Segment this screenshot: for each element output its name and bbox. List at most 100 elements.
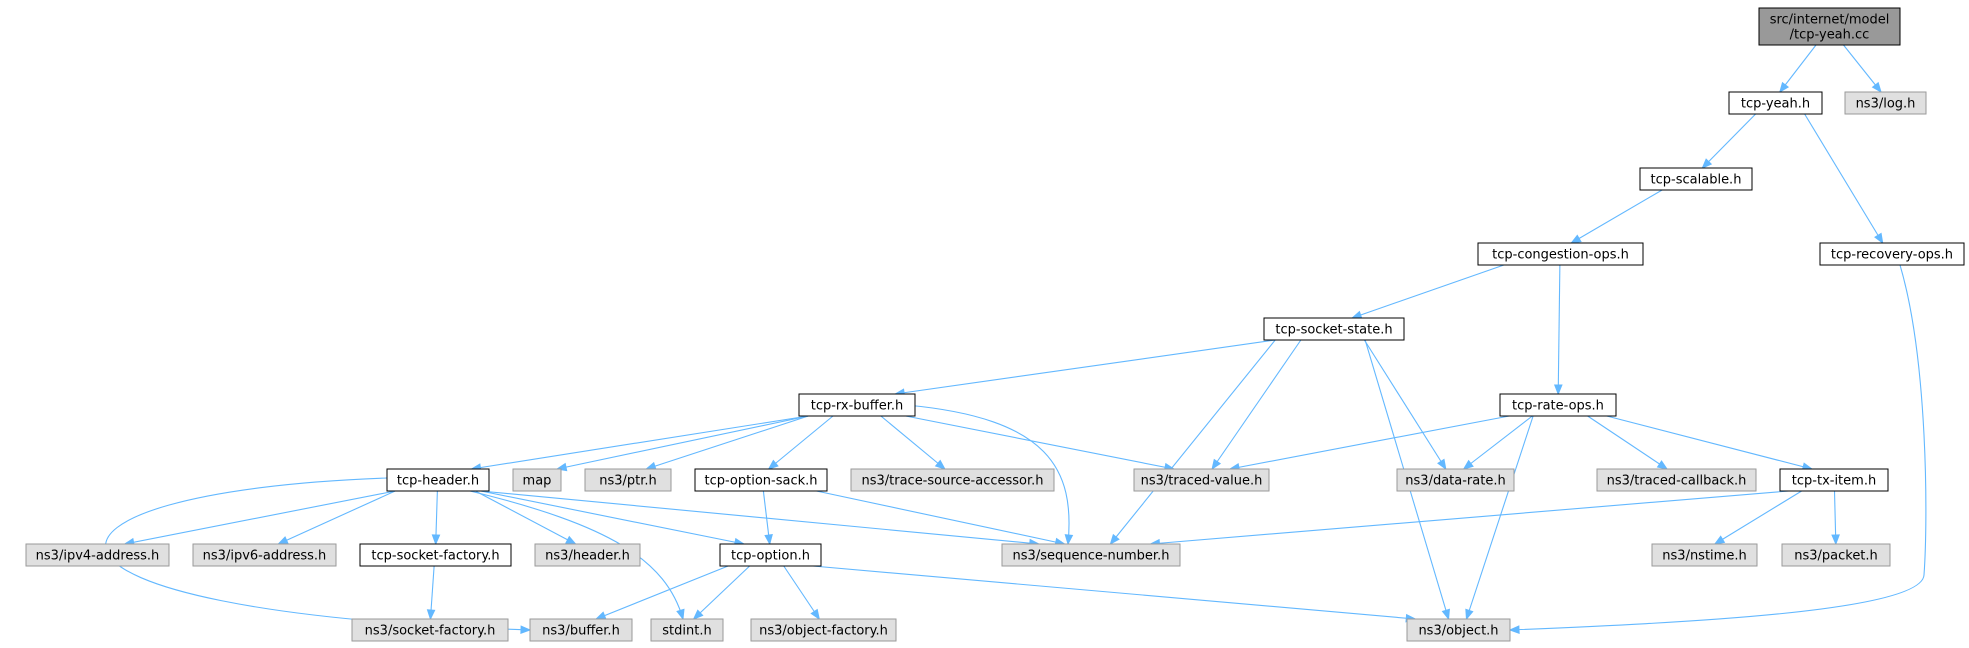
edge-tcp-rx-buffer-to-tcp-option-sack-arrowhead [767,459,779,470]
node-log: ns3/log.h [1844,91,1927,115]
node-object-label: ns3/object.h [1418,624,1498,639]
edge-tcp-socket-state-to-traced-value [1211,339,1302,470]
node-tcp-tx-item-box [1779,468,1889,492]
node-tcp-option-label: tcp-option.h [731,549,810,564]
node-tcp-socket-state-label: tcp-socket-state.h [1275,323,1392,338]
node-tcp-header-label: tcp-header.h [397,474,479,489]
edge-tcp-recovery-ops-to-object [1509,264,1927,631]
edge-tcp-yeah-to-tcp-scalable [1701,113,1757,169]
edge-tcp-scalable-to-tcp-congestion-ops [1571,189,1663,244]
node-buffer-box [529,618,633,642]
node-tcp-rate-ops[interactable]: tcp-rate-ops.h [1499,393,1617,417]
edge-tcp-header-to-ipv6-address-arrowhead [277,536,289,545]
edge-tcp-option-to-object-factory-arrowhead [810,608,821,621]
node-tcp-socket-state-box [1263,317,1405,341]
node-tcp-option[interactable]: tcp-option.h [719,543,822,567]
node-tcp-scalable[interactable]: tcp-scalable.h [1639,167,1753,191]
node-nstime-label: ns3/nstime.h [1662,549,1746,564]
node-tcp-recovery-ops-label: tcp-recovery-ops.h [1831,248,1953,263]
edge-tcp-option-sack-to-tcp-option-arrowhead [764,534,773,546]
node-sequence-number-label: ns3/sequence-number.h [1013,549,1170,564]
node-data-rate: ns3/data-rate.h [1396,468,1515,492]
edge-tcp-rate-ops-to-object-arrowhead [1465,608,1474,621]
node-tcp-rate-ops-label: tcp-rate-ops.h [1512,399,1604,414]
node-map-box [512,468,562,492]
node-root[interactable]: src/internet/model/tcp-yeah.cc [1758,7,1901,46]
edge-tcp-rate-ops-to-data-rate [1463,415,1533,470]
node-tcp-option-sack-label: tcp-option-sack.h [704,474,817,489]
edge-tcp-option-to-buffer [595,565,729,620]
edge-tcp-tx-item-to-packet-arrowhead [1831,534,1840,546]
node-trace-source-accessor: ns3/trace-source-accessor.h [850,468,1055,492]
node-traced-callback-label: ns3/traced-callback.h [1607,474,1747,489]
node-packet: ns3/packet.h [1781,543,1891,567]
edge-root-to-tcp-yeah-arrowhead [1778,81,1790,94]
edge-tcp-socket-state-to-tcp-rx-buffer [895,339,1276,395]
node-log-box [1844,91,1927,115]
edge-tcp-rx-buffer-to-sequence-number-arrowhead [1064,534,1074,546]
node-tcp-rate-ops-box [1499,393,1617,417]
edge-tcp-congestion-ops-to-tcp-socket-state-arrowhead [1350,310,1363,319]
node-buffer: ns3/buffer.h [529,618,633,642]
node-tcp-yeah[interactable]: tcp-yeah.h [1728,91,1823,115]
node-object-factory: ns3/object-factory.h [750,618,897,642]
node-tcp-header[interactable]: tcp-header.h [386,468,490,492]
node-tcp-scalable-box [1639,167,1753,191]
edge-tcp-header-to-sequence-number [480,490,1039,545]
edge-tcp-rate-ops-to-object [1465,415,1534,620]
node-tcp-socket-state[interactable]: tcp-socket-state.h [1263,317,1405,341]
node-traced-callback: ns3/traced-callback.h [1596,468,1757,492]
edge-tcp-rx-buffer-to-map [557,415,809,470]
node-root-label: src/internet/model [1770,13,1890,28]
edge-tcp-rx-buffer-to-traced-value [905,415,1175,470]
node-tcp-option-box [719,543,822,567]
edge-tcp-rate-ops-to-traced-value [1229,415,1510,470]
edge-tcp-header-to-tcp-socket-factory-arrowhead [431,534,441,546]
node-tcp-tx-item[interactable]: tcp-tx-item.h [1779,468,1889,492]
node-map-label: map [523,474,552,489]
file-nodes: src/internet/model/tcp-yeah.cc tcp-yeah.h… [25,7,1965,642]
node-log-label: ns3/log.h [1856,97,1916,112]
node-tcp-recovery-ops[interactable]: tcp-recovery-ops.h [1819,242,1965,266]
edge-tcp-rx-buffer-to-sequence-number [905,404,1070,545]
edge-tcp-socket-factory-to-socket-factory-arrowhead [426,609,436,621]
node-sequence-number-box [1001,543,1181,567]
dependency-edges [105,44,1927,635]
node-socket-factory-label: ns3/socket-factory.h [365,624,496,639]
edge-root-to-log [1843,44,1882,93]
node-stdint: stdint.h [650,618,724,642]
node-traced-value-label: ns3/traced-value.h [1141,474,1263,489]
node-tcp-option-sack[interactable]: tcp-option-sack.h [694,468,828,492]
edge-tcp-rate-ops-to-traced-callback-arrowhead [1656,460,1669,470]
edge-tcp-tx-item-to-nstime [1714,490,1802,545]
edge-tcp-header-to-ipv6-address [278,490,396,545]
edge-tcp-yeah-to-tcp-recovery-ops-arrowhead [1874,232,1884,245]
node-root-label: /tcp-yeah.cc [1790,28,1870,43]
edge-tcp-rx-buffer-to-trace-source-accessor [880,415,946,470]
edge-tcp-header-to-stdint-arrowhead [676,608,685,621]
node-object-factory-label: ns3/object-factory.h [759,624,888,639]
node-ipv4-address-box [25,543,170,567]
node-tcp-header-box [386,468,490,492]
edge-tcp-yeah-to-tcp-scalable-arrowhead [1701,158,1713,169]
edge-tcp-congestion-ops-to-tcp-rate-ops-arrowhead [1553,384,1563,396]
node-ipv6-address-box [192,543,337,567]
node-root-box [1758,7,1901,46]
node-data-rate-box [1396,468,1515,492]
node-tcp-congestion-ops-box [1477,242,1644,266]
edge-tcp-rate-ops-to-tcp-tx-item [1606,415,1813,470]
node-tcp-congestion-ops[interactable]: tcp-congestion-ops.h [1477,242,1644,266]
node-sequence-number: ns3/sequence-number.h [1001,543,1181,567]
node-tcp-rx-buffer[interactable]: tcp-rx-buffer.h [798,393,916,417]
node-tcp-yeah-label: tcp-yeah.h [1741,97,1810,112]
edge-tcp-congestion-ops-to-tcp-socket-state [1351,264,1505,319]
node-tcp-socket-factory[interactable]: tcp-socket-factory.h [359,543,512,567]
node-nstime: ns3/nstime.h [1651,543,1758,567]
edge-tcp-option-to-stdint-arrowhead [692,609,704,620]
node-stdint-box [650,618,724,642]
edge-tcp-socket-state-to-sequence-number [1110,339,1276,545]
edge-tcp-option-to-object-factory [783,565,820,620]
node-ipv6-address: ns3/ipv6-address.h [192,543,337,567]
node-tcp-scalable-label: tcp-scalable.h [1651,173,1742,188]
